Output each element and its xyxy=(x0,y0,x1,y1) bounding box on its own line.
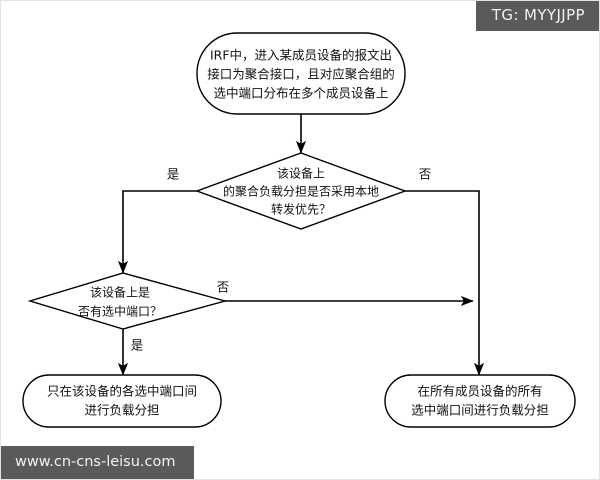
edge-label-decision2-no: 否 xyxy=(217,280,230,295)
node-decision-has-selected-port[interactable]: 该设备上是 否有选中端口？ xyxy=(27,272,228,330)
edge-decision1-yes-to-decision2 xyxy=(117,190,197,274)
node-end-local[interactable]: 只在该设备的各选中端口间 进行负载分担 xyxy=(22,374,222,428)
decision1-line-1: 该设备上 xyxy=(277,167,325,181)
end-local-shape xyxy=(22,374,222,428)
end-local-line-2: 进行负载分担 xyxy=(84,403,159,418)
tag-banner: TG: MYYJJPP xyxy=(475,1,599,31)
edge-label-decision1-no: 否 xyxy=(419,167,432,182)
end-local-line-1: 只在该设备的各选中端口间 xyxy=(47,384,197,399)
end-all-members-line-1: 在所有成员设备的所有 xyxy=(417,384,542,399)
end-all-members-shape xyxy=(384,374,576,428)
start-node-line-1: IRF中，进入某成员设备的报文出 xyxy=(210,48,392,63)
start-node-line-2: 接口为聚合接口，且对应聚合组的 xyxy=(207,67,395,82)
node-start[interactable]: IRF中，进入某成员设备的报文出 接口为聚合接口，且对应聚合组的 选中端口分布在… xyxy=(196,32,406,115)
connectors xyxy=(117,114,485,376)
decision2-line-1: 该设备上是 xyxy=(90,286,150,300)
edge-label-decision1-yes: 是 xyxy=(167,167,180,182)
node-decision-local-first[interactable]: 该设备上 的聚合负载分担是否采用本地 转发优先？ xyxy=(194,152,408,230)
decision1-line-3: 转发优先？ xyxy=(271,202,331,217)
start-node-line-3: 选中端口分布在多个成员设备上 xyxy=(213,86,388,101)
decision1-line-2: 的聚合负载分担是否采用本地 xyxy=(223,184,379,199)
site-watermark: www.cn-cns-leisu.com xyxy=(1,445,194,479)
node-end-all-members[interactable]: 在所有成员设备的所有 选中端口间进行负载分担 xyxy=(384,374,576,428)
edge-label-decision2-yes: 是 xyxy=(131,338,144,353)
edge-decision1-no-to-end-all xyxy=(405,190,485,376)
start-node-shape xyxy=(196,32,406,115)
end-all-members-line-2: 选中端口间进行负载分担 xyxy=(411,403,549,418)
decision2-shape xyxy=(27,272,228,330)
edge-labels: 是 否 否 是 xyxy=(131,167,432,353)
decision1-shape xyxy=(194,152,408,230)
decision2-line-2: 否有选中端口？ xyxy=(78,304,162,319)
